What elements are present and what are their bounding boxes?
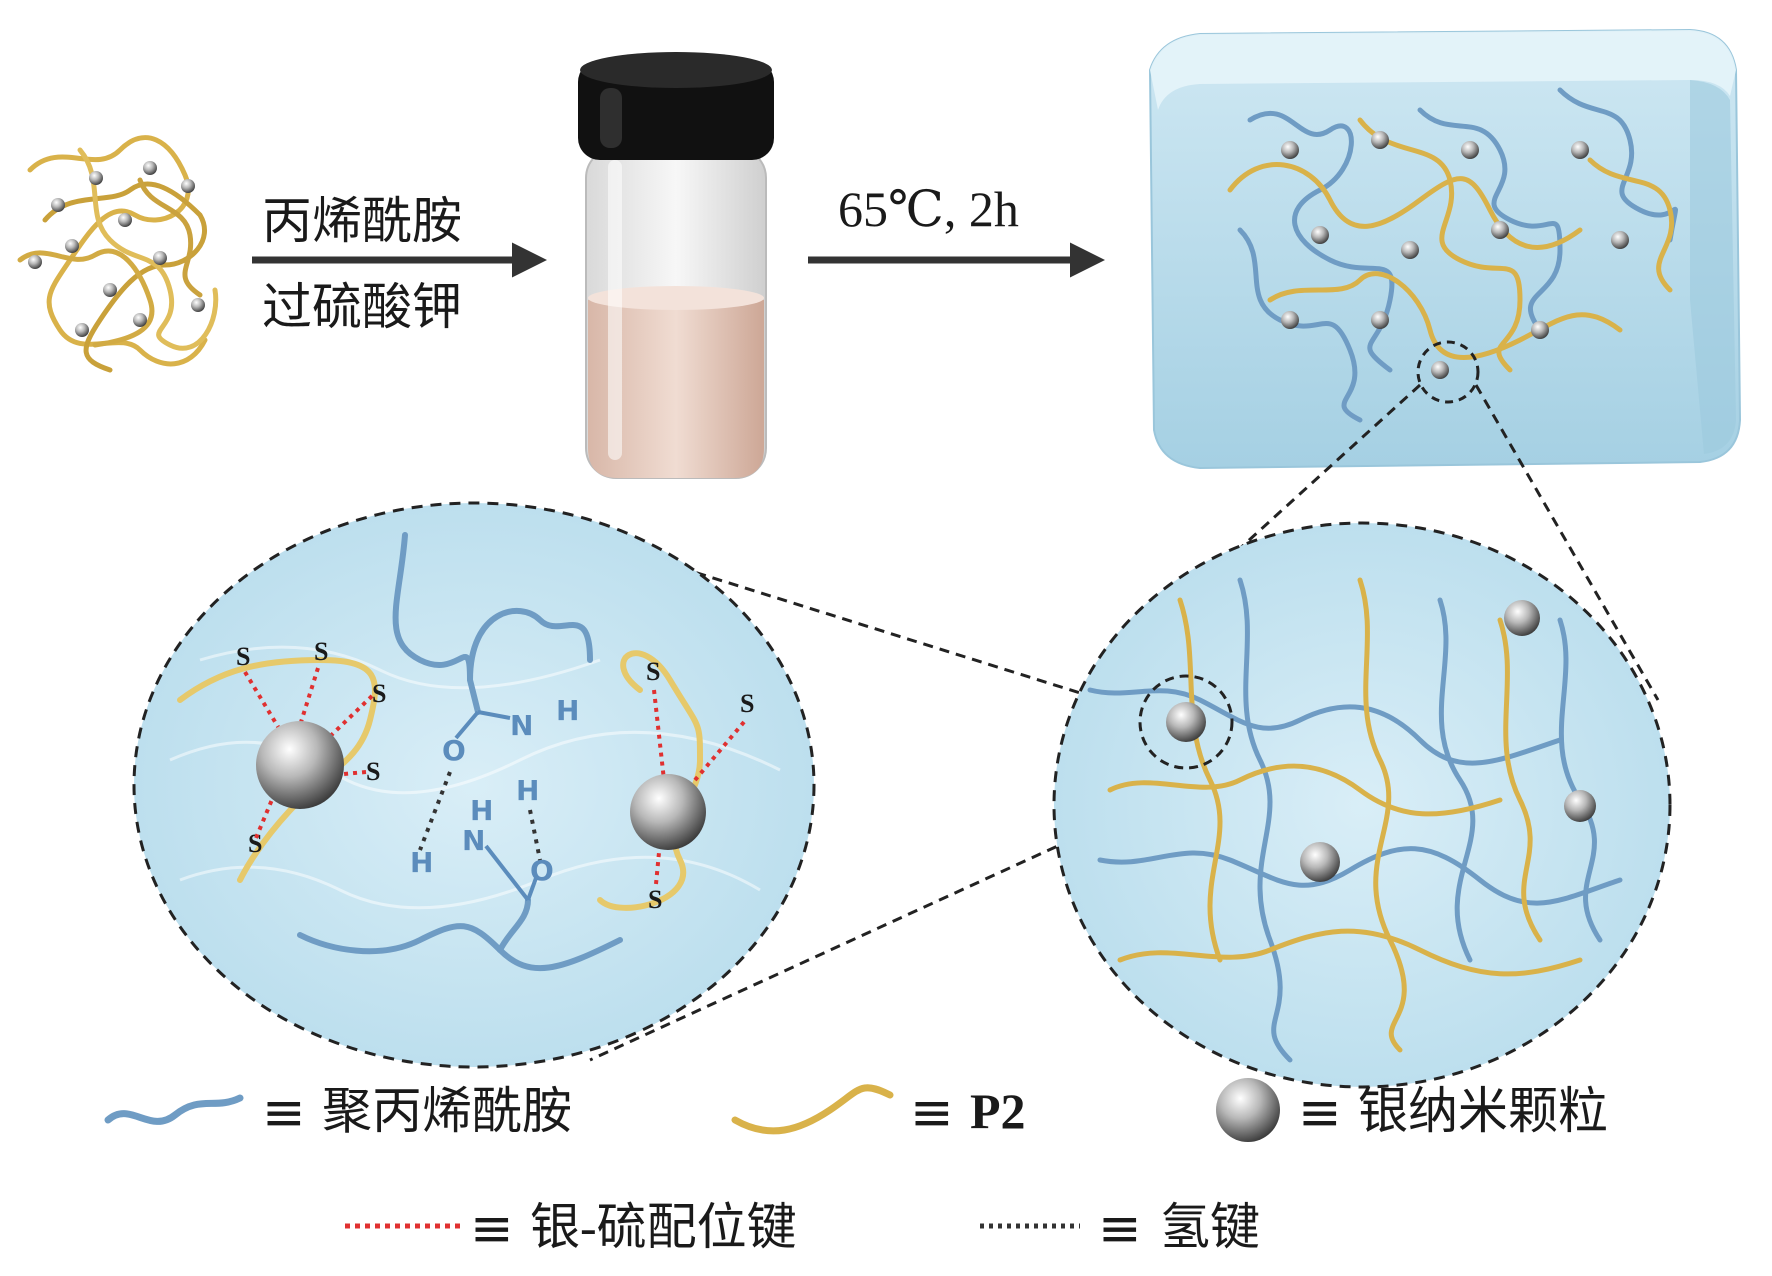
oxygen-atom-1: O bbox=[442, 734, 466, 767]
legend-swatch-polyacrylamide bbox=[108, 1098, 240, 1121]
sulfur-atom: S bbox=[236, 642, 250, 671]
legend: ≡ 聚丙烯酰胺 ≡ P2 ≡ 银纳米颗粒 ≡ 银-硫配位键 ≡ 氢键 bbox=[108, 1078, 1608, 1259]
nitrogen-atom-1: N bbox=[510, 709, 533, 742]
legend-equiv-3: ≡ bbox=[1298, 1083, 1342, 1143]
legend-swatch-p2 bbox=[735, 1088, 890, 1131]
hydrogen-atom-4: H bbox=[470, 794, 493, 827]
reagent-2-label: 过硫酸钾 bbox=[262, 279, 462, 335]
vial-icon bbox=[578, 52, 774, 478]
legend-equiv-2: ≡ bbox=[910, 1083, 954, 1143]
sulfur-atom: S bbox=[648, 885, 662, 914]
sulfur-atom: S bbox=[314, 637, 328, 666]
condition-label: 65℃, 2h bbox=[838, 181, 1019, 237]
hydrogen-atom-1: H bbox=[556, 694, 579, 727]
sulfur-atom: S bbox=[740, 689, 754, 718]
hydrogen-atom-3: H bbox=[410, 846, 433, 879]
legend-swatch-silver-np bbox=[1216, 1078, 1280, 1142]
sulfur-atom: S bbox=[372, 679, 386, 708]
sulfur-atom: S bbox=[646, 657, 660, 686]
sulfur-atom: S bbox=[248, 829, 262, 858]
legend-label-ag-s-bond: 银-硫配位键 bbox=[530, 1199, 797, 1255]
p2-silver-tangle bbox=[20, 138, 216, 370]
hydrogel-block bbox=[1150, 30, 1740, 468]
nitrogen-atom-2: N bbox=[462, 824, 485, 857]
network-detail-circle bbox=[1054, 523, 1670, 1087]
legend-label-polyacrylamide: 聚丙烯酰胺 bbox=[322, 1083, 572, 1139]
legend-equiv-4: ≡ bbox=[470, 1199, 514, 1259]
legend-label-silver-np: 银纳米颗粒 bbox=[1358, 1083, 1608, 1139]
reagent-1-label: 丙烯酰胺 bbox=[262, 193, 462, 249]
legend-equiv-5: ≡ bbox=[1098, 1199, 1142, 1259]
legend-equiv-1: ≡ bbox=[262, 1083, 306, 1143]
hydrogen-atom-2: H bbox=[516, 774, 539, 807]
legend-label-h-bond: 氢键 bbox=[1160, 1199, 1260, 1255]
sulfur-atom: S bbox=[366, 757, 380, 786]
legend-label-p2: P2 bbox=[970, 1083, 1026, 1139]
molecular-detail-circle: O N H H O N H H S S S bbox=[134, 503, 814, 1067]
